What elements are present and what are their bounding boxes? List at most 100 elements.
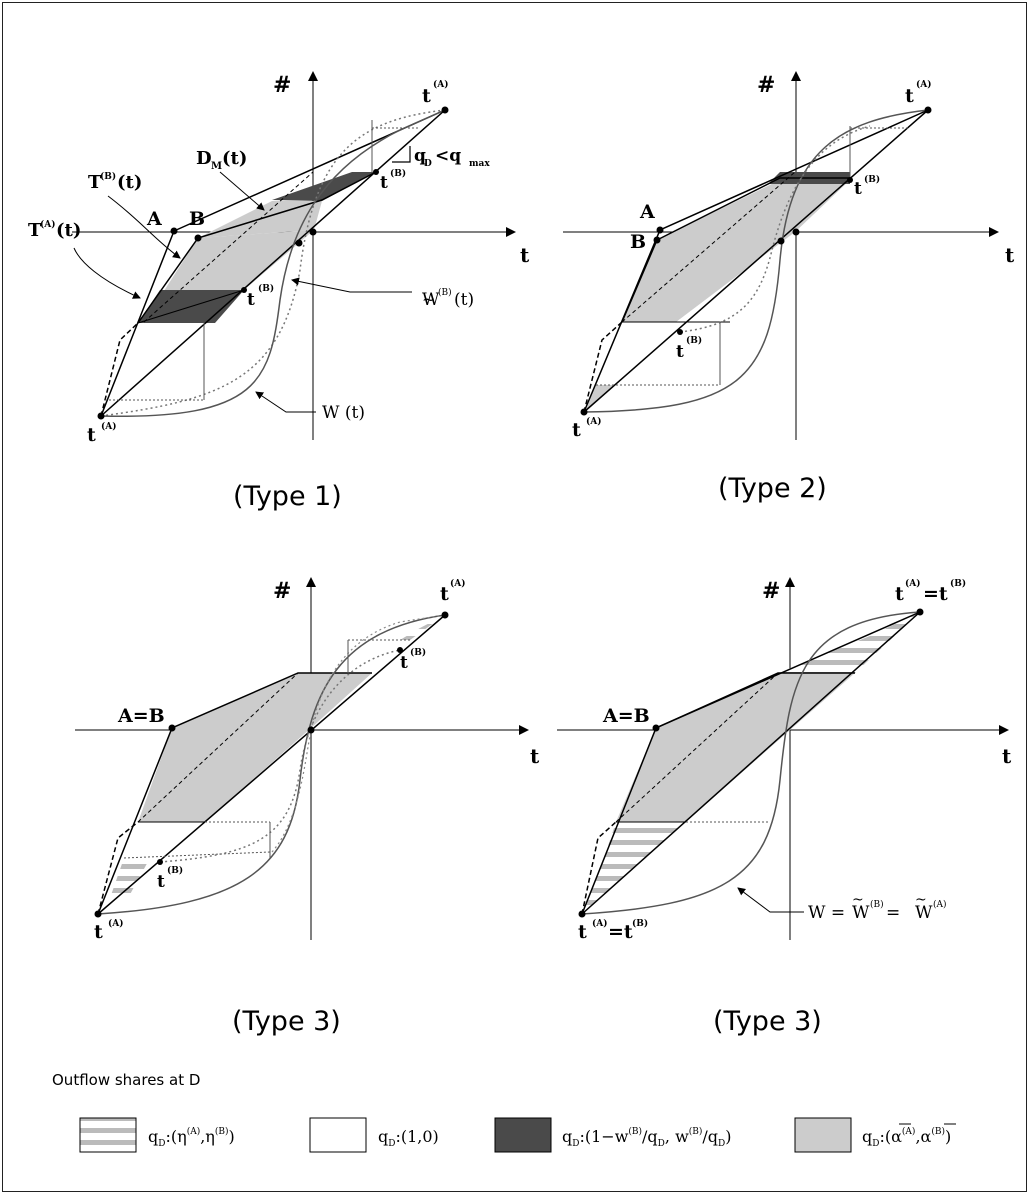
label-dm: D — [196, 148, 212, 169]
label-ta-arg: (t) — [56, 220, 81, 241]
label-tf-sup2: (B) — [950, 578, 966, 589]
diag-dashed — [143, 171, 314, 323]
svg-text:W: W — [852, 903, 870, 923]
label-tf: t — [895, 583, 904, 605]
label-tf-sup1: (A) — [905, 578, 921, 589]
label-w-eq-pre: W = — [808, 903, 845, 923]
label-ts: t — [578, 921, 587, 943]
label-tf-b-sup: (B) — [864, 174, 880, 185]
label-tf-b: t — [380, 173, 388, 193]
label-wb-sup: (B) — [438, 287, 452, 298]
label-ab: A=B — [602, 705, 650, 727]
label-b: B — [189, 208, 205, 230]
label-tf-b: t — [400, 653, 408, 673]
label-ts-a-sup: (A) — [101, 421, 117, 432]
label-w-eq-eq: = — [886, 903, 900, 923]
axis-hash-label: # — [757, 72, 775, 98]
axis-t-label: t — [520, 243, 530, 267]
legend-swatch-gray — [794, 1117, 852, 1153]
label-tf-a-sup: (A) — [450, 578, 466, 589]
gray-region — [138, 673, 372, 822]
legend-swatch-white — [309, 1117, 367, 1153]
label-w-eq-mid-sup: (B) — [870, 899, 884, 910]
svg-text:W: W — [915, 903, 933, 923]
dot-tf-b — [373, 169, 379, 175]
w-curve — [97, 614, 446, 915]
tb-line — [621, 177, 850, 323]
stripe-region-upper — [400, 615, 445, 640]
label-ts-b: t — [247, 290, 255, 310]
panel-type-2: # t A B t (A) t (B) t (A) t (B) — [563, 71, 1015, 504]
gray-region — [622, 180, 850, 322]
wb-curve — [100, 109, 446, 417]
caption-type-3-right: (Type 3) — [713, 1006, 822, 1037]
dot-mid — [295, 239, 303, 247]
w-line — [583, 109, 929, 413]
caption-type-3-left: (Type 3) — [232, 1006, 341, 1037]
label-tf-b-sup: (B) — [390, 168, 406, 179]
label-qd-sub: D — [424, 159, 432, 169]
label-ts-a: t — [87, 424, 96, 446]
caption-type-2: (Type 2) — [718, 473, 827, 504]
axis-t-label: t — [530, 744, 540, 768]
legend-swatch-dark — [494, 1117, 552, 1153]
diag-dashed — [137, 672, 299, 823]
label-tf-a-sup: (A) — [916, 79, 932, 90]
dot-tf-a — [441, 106, 449, 114]
legend-item-2: qD:(1,0) — [378, 1127, 439, 1149]
stripe-region-lower — [110, 858, 150, 898]
label-qd-lt: <q — [435, 146, 461, 166]
dot-ts-a — [97, 412, 105, 420]
dot-a — [170, 227, 178, 235]
label-tf-a: t — [422, 85, 431, 107]
legend: Outflow shares at D qD:(η(A),η(B)) qD:(1… — [52, 1071, 956, 1153]
label-wb-arg: (t) — [454, 290, 474, 310]
label-wb: W — [422, 290, 440, 310]
axis-t-label: t — [1005, 243, 1015, 267]
label-tb-arg: (t) — [117, 172, 142, 193]
label-tf-eq: =t — [923, 583, 948, 605]
axis-t-label: t — [1002, 744, 1012, 768]
label-tf-a: t — [440, 583, 449, 605]
label-ab: A=B — [117, 705, 165, 727]
label-ts-b-sup: (B) — [258, 283, 274, 294]
label-tf-a: t — [905, 85, 914, 107]
panel-type-3-left: # t A=B t (A) t (B) t (A) t (B) (Typ — [75, 577, 540, 1037]
label-qmax-sub: max — [469, 159, 490, 169]
stripe-region-upper — [778, 612, 920, 673]
gray-region — [616, 673, 855, 822]
dm-line — [137, 289, 245, 324]
panel-type-3-right: # t A=B t (A) =t (B) t (A) =t (B) W = ~ … — [557, 577, 1012, 1037]
w-line — [581, 611, 921, 915]
label-ts-sup2: (B) — [632, 918, 648, 929]
label-wb-tilde: ~ — [422, 290, 435, 309]
label-ta-sup: (A) — [40, 219, 56, 230]
label-ta: T — [28, 220, 42, 241]
label-ts-b: t — [676, 342, 684, 362]
label-ts-eq: =t — [608, 921, 633, 943]
label-ts-b: t — [157, 872, 165, 892]
axis-hash-label: # — [273, 578, 291, 604]
label-ts-a: t — [572, 419, 581, 441]
diag-dashed — [615, 672, 779, 823]
axis-hash-label: # — [762, 578, 780, 604]
caption-type-1: (Type 1) — [233, 481, 342, 512]
dark-region-upper — [272, 172, 376, 201]
diag-dashed — [621, 171, 796, 323]
legend-item-3: qD:(1−w(B)/qD, w(B)/qD) — [562, 1126, 732, 1149]
label-tb: T — [88, 172, 102, 193]
axis-hash-label: # — [273, 72, 291, 98]
legend-item-1: qD:(η(A),η(B)) — [148, 1126, 235, 1149]
svg-text:~: ~ — [915, 892, 927, 908]
w-line — [97, 614, 446, 915]
label-qd: q — [414, 146, 426, 166]
label-dm-arg: (t) — [222, 148, 247, 169]
dot-origin — [309, 228, 317, 236]
label-ts-sup1: (A) — [592, 918, 608, 929]
dot-ts-b — [241, 287, 247, 293]
label-a: A — [146, 208, 162, 230]
legend-swatch-striped — [79, 1117, 137, 1153]
label-ts-b-sup: (B) — [686, 335, 702, 346]
